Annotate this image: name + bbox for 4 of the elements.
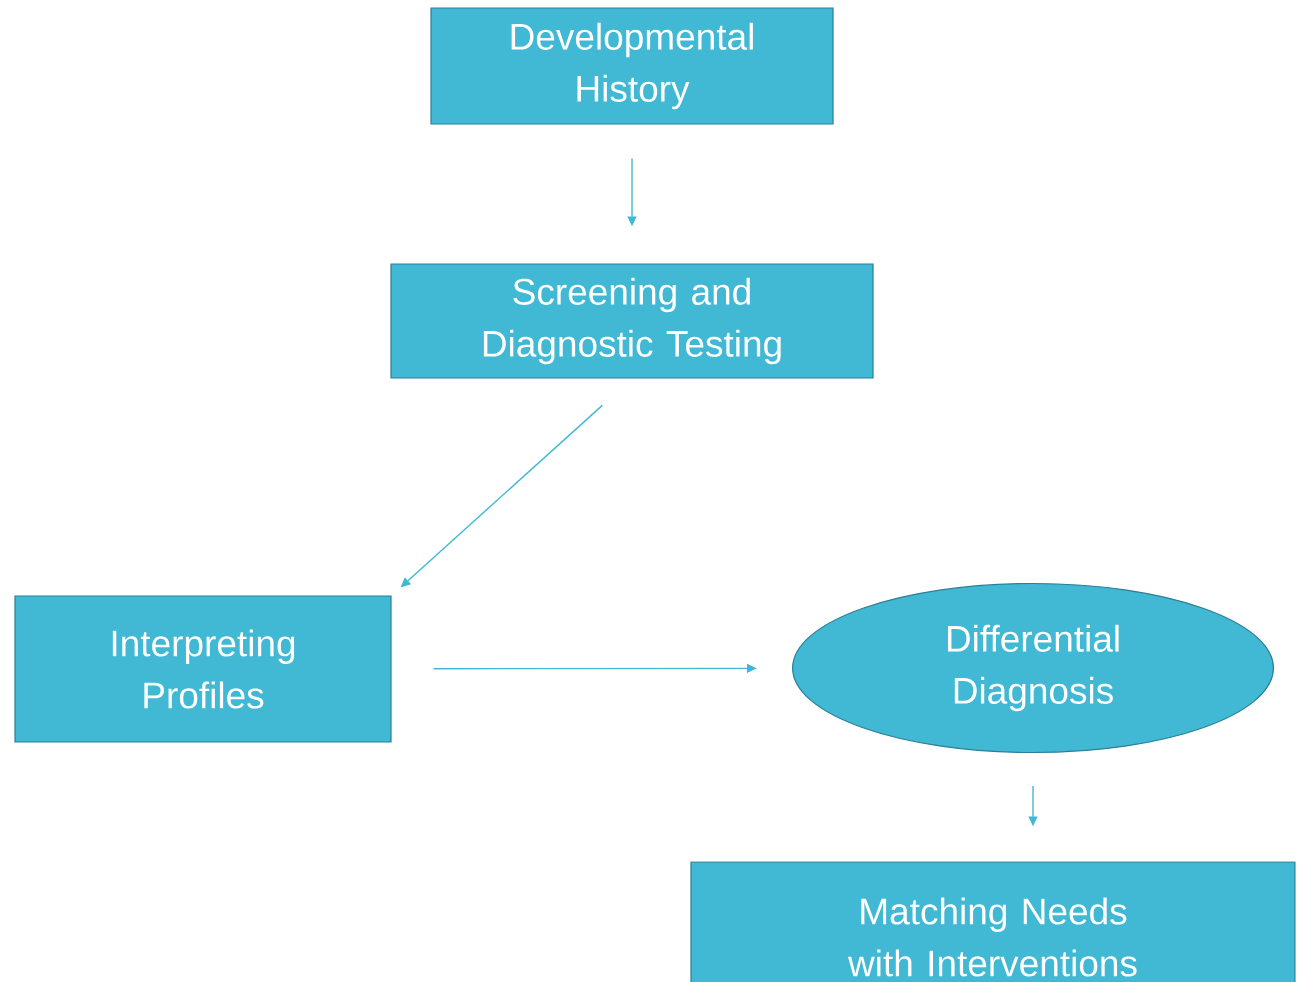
process-box: Matching Needs with Interventions (690, 861, 1296, 982)
process-box: Developmental History (430, 7, 834, 125)
process-box: Interpreting Profiles (14, 595, 392, 743)
process-box: Screening and Diagnostic Testing (390, 263, 874, 379)
